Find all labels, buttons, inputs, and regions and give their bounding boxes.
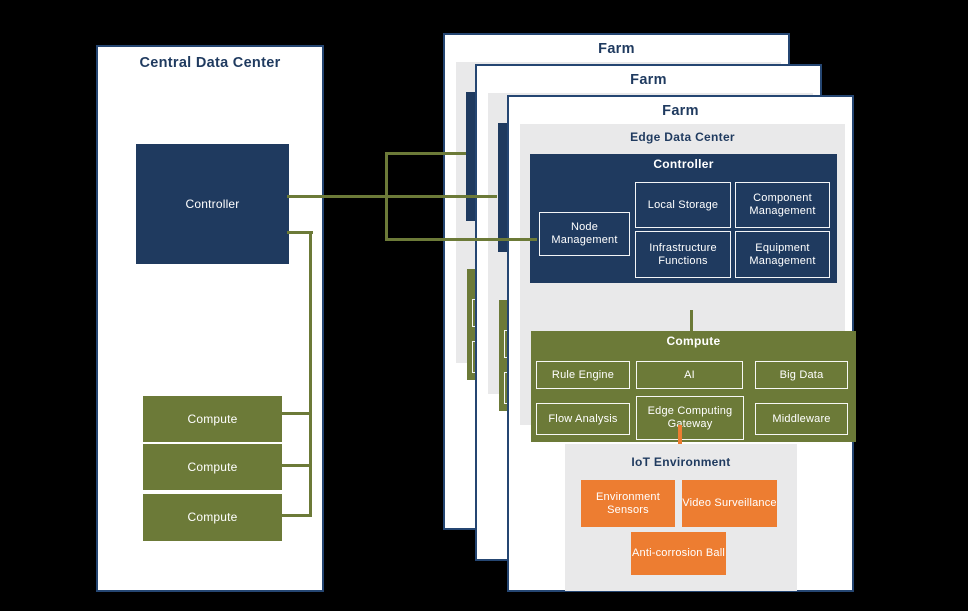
connector-controller-to-farm3 [385, 238, 537, 241]
farm-title: Farm [662, 103, 699, 119]
edge-controller-title: Controller [653, 157, 714, 171]
iot-environment-panel: IoT Environment Environment Sensors Vide… [565, 444, 797, 591]
connector-controller-to-farm1 [385, 152, 466, 155]
edge-computing-gateway-box: Edge Computing Gateway [636, 396, 744, 440]
edge-controller-box: Controller Node Management Local Storage… [530, 154, 837, 283]
connector-branch-riser [385, 152, 388, 241]
edge-data-center-panel: Edge Data Center Controller Node Managem… [520, 124, 856, 442]
farm-panel: Farm Edge Data Center Controller Node Ma… [507, 95, 856, 592]
infrastructure-functions-box: Infrastructure Functions [635, 231, 731, 278]
connector-controller-to-compute-stub [287, 231, 313, 234]
flow-analysis-box: Flow Analysis [536, 403, 630, 435]
central-controller-box: Controller [136, 144, 289, 264]
equipment-management-box: Equipment Management [735, 231, 830, 278]
connector-compute2-stub [281, 464, 309, 467]
connector-compute-bus [309, 231, 312, 517]
video-surveillance-box: Video Surveillance [682, 480, 777, 527]
compute-panel: Compute Rule Engine AI Big Data Flow Ana… [531, 331, 856, 442]
central-compute-box: Compute [143, 494, 282, 541]
big-data-box: Big Data [755, 361, 848, 389]
controller-to-compute-connector [690, 310, 693, 331]
compute-to-iot-connector [678, 425, 682, 444]
component-management-box: Component Management [735, 182, 830, 228]
farm-title: Farm [598, 41, 635, 57]
local-storage-box: Local Storage [635, 182, 731, 228]
edge-data-center-title: Edge Data Center [630, 130, 735, 144]
anti-corrosion-ball-box: Anti-corrosion Ball [631, 532, 726, 575]
middleware-box: Middleware [755, 403, 848, 435]
central-data-center-panel: Central Data Center Controller Compute C… [96, 45, 324, 592]
connector-compute3-stub [281, 514, 309, 517]
connector-compute1-stub [281, 412, 309, 415]
farm-title: Farm [630, 72, 667, 88]
central-compute-box: Compute [143, 396, 282, 442]
central-compute-box: Compute [143, 444, 282, 490]
ai-box: AI [636, 361, 743, 389]
rule-engine-box: Rule Engine [536, 361, 630, 389]
compute-title: Compute [666, 334, 721, 348]
central-data-center-title: Central Data Center [139, 55, 281, 71]
environment-sensors-box: Environment Sensors [581, 480, 675, 527]
connector-controller-to-farm2 [287, 195, 497, 198]
iot-environment-title: IoT Environment [631, 455, 731, 469]
node-management-box: Node Management [539, 212, 630, 256]
